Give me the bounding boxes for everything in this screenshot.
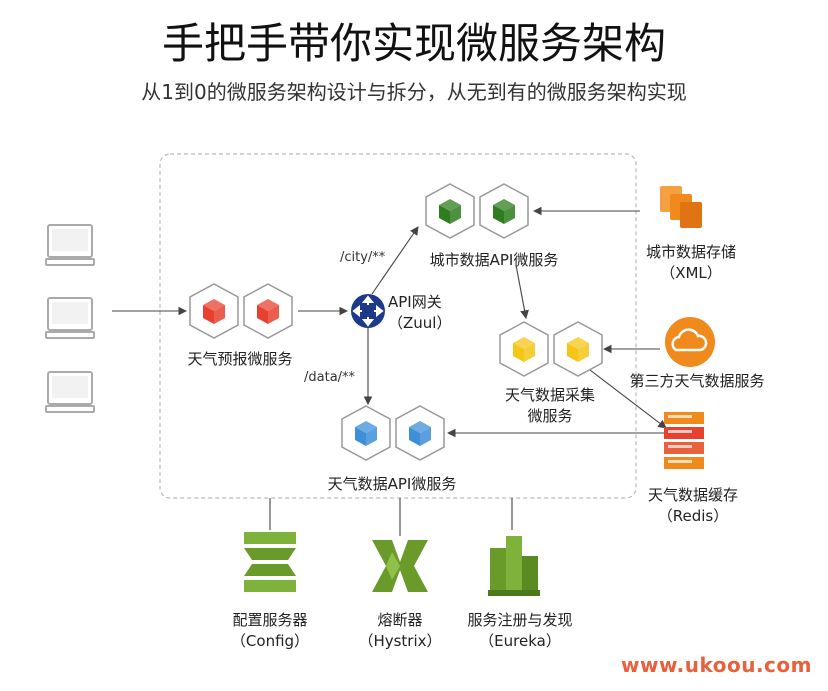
xml-storage-icon xyxy=(660,186,702,228)
page-subtitle: 从1到0的微服务架构设计与拆分，从无到有的微服务架构实现 xyxy=(141,80,687,104)
breaker-label: 熔断器 （Hystrix） xyxy=(344,610,456,652)
config-server-icon xyxy=(244,532,296,592)
city-storage-label: 城市数据存储 （XML） xyxy=(626,242,756,284)
breaker-line1: 熔断器 xyxy=(377,611,423,629)
gateway-name: API网关 xyxy=(388,293,442,311)
collector-service-label: 天气数据采集 微服务 xyxy=(480,385,620,427)
client-computer-icon xyxy=(45,371,95,413)
weather-api-service-icon xyxy=(341,405,445,461)
system-boundary xyxy=(159,153,637,499)
api-gateway-icon xyxy=(351,294,385,328)
client-computer-icon xyxy=(45,224,95,266)
city-storage-line1: 城市数据存储 xyxy=(645,243,736,261)
data-route-label: /data/** xyxy=(304,370,356,385)
cache-line1: 天气数据缓存 xyxy=(647,486,738,504)
client-computer-icon xyxy=(45,297,95,339)
flow-arrows xyxy=(112,206,667,536)
collector-line2: 微服务 xyxy=(527,407,573,425)
city-api-service-label: 城市数据API微服务 xyxy=(429,251,559,269)
circuit-breaker-icon xyxy=(372,540,428,592)
city-route-label: /city/** xyxy=(340,250,386,265)
collector-service-icon xyxy=(499,321,603,377)
cloud-icon xyxy=(665,317,715,367)
third-party-label: 第三方天气数据服务 xyxy=(629,372,765,390)
cache-line2: （Redis） xyxy=(657,507,729,525)
registry-label: 服务注册与发现 （Eureka） xyxy=(450,610,590,652)
watermark: www.ukoou.com xyxy=(620,653,812,677)
service-registry-icon xyxy=(488,536,540,596)
breaker-line2: （Hystrix） xyxy=(358,632,442,650)
config-line2: （Config） xyxy=(230,632,310,650)
gateway-label: API网关 （Zuul） xyxy=(388,292,472,334)
city-storage-line2: （XML） xyxy=(660,264,722,282)
config-line1: 配置服务器 xyxy=(232,611,308,629)
weather-api-service-label: 天气数据API微服务 xyxy=(327,475,457,493)
collector-line1: 天气数据采集 xyxy=(504,386,595,404)
redis-cache-icon xyxy=(664,412,704,469)
city-api-service-icon xyxy=(425,183,529,239)
gateway-sub: （Zuul） xyxy=(388,314,452,332)
page-title: 手把手带你实现微服务架构 xyxy=(161,19,666,68)
registry-line2: （Eureka） xyxy=(479,632,561,650)
weather-forecast-service-icon xyxy=(189,283,293,339)
registry-line1: 服务注册与发现 xyxy=(467,611,573,629)
cache-label: 天气数据缓存 （Redis） xyxy=(628,485,758,527)
weather-forecast-service-label: 天气预报微服务 xyxy=(187,350,293,368)
config-label: 配置服务器 （Config） xyxy=(212,610,328,652)
